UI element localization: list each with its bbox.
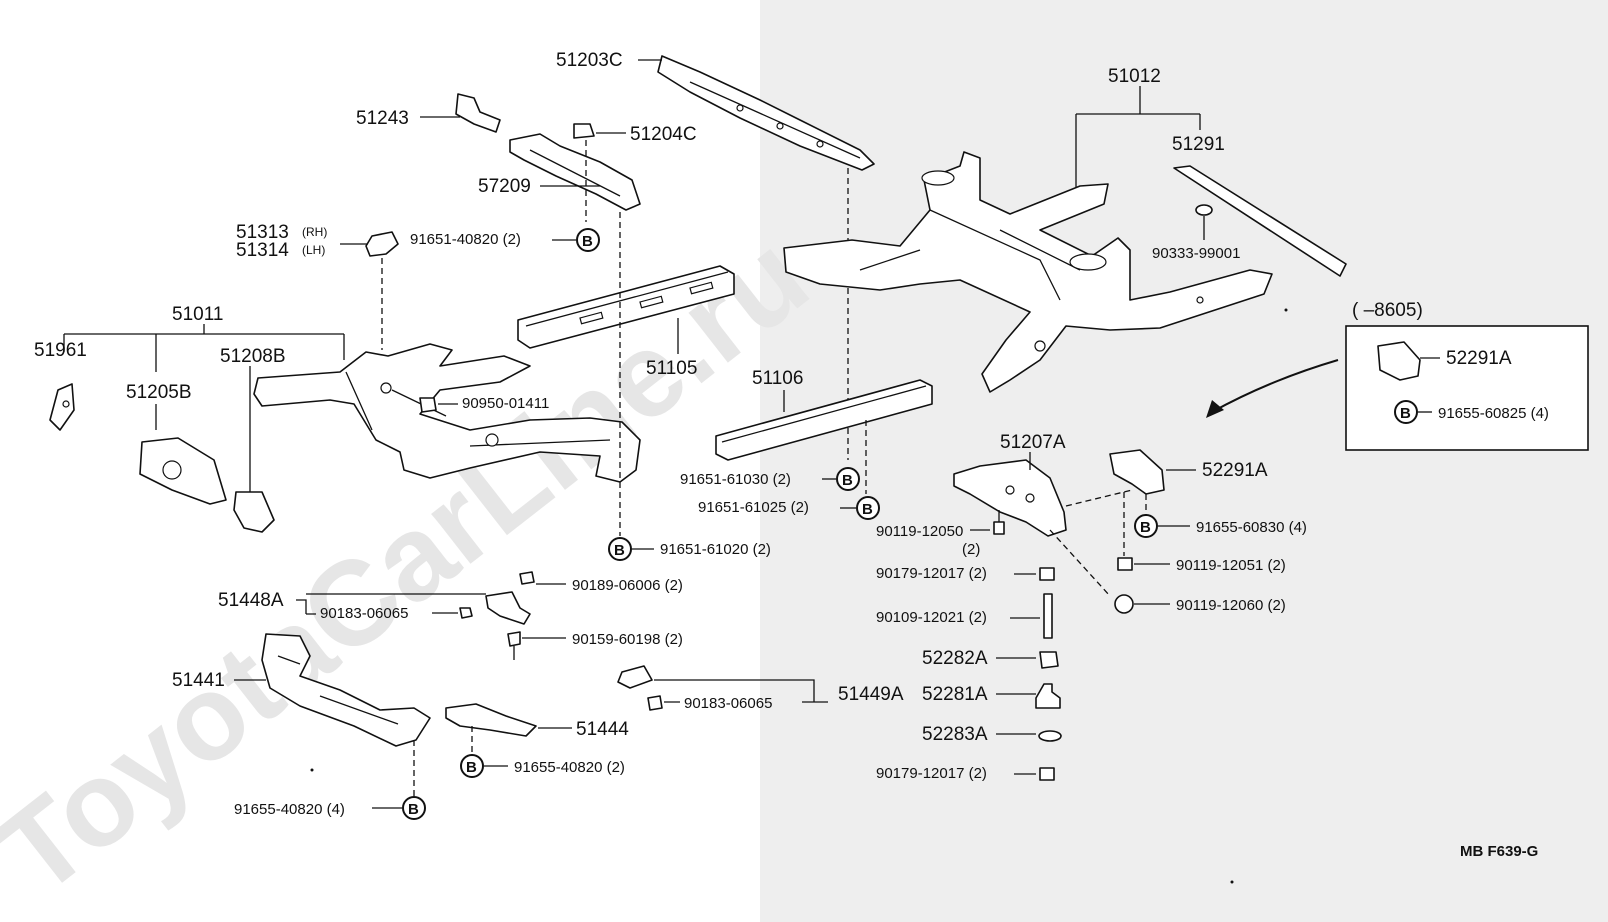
label-52283a: 52283A: [922, 724, 988, 745]
part-52281a: [1035, 683, 1061, 709]
b-marker-1: B: [582, 233, 593, 250]
label-51314: 51314: [236, 240, 289, 261]
b-marker-6: B: [466, 759, 477, 776]
label-90119-12051: 90119-12051 (2): [1176, 557, 1286, 574]
part-57209: [509, 133, 641, 211]
label-91655-40820-2: 91655-40820 (2): [514, 759, 625, 776]
inset-bolt-label: 91655-60825 (4): [1438, 405, 1549, 422]
label-51313: 51313: [236, 222, 289, 243]
label-51205b: 51205B: [126, 382, 192, 403]
part-52282a: [1039, 651, 1059, 669]
label-51207a: 51207A: [1000, 432, 1066, 453]
part-51449a: [617, 665, 663, 711]
part-51291: [1173, 165, 1347, 277]
label-90119-12050: 90119-12050: [876, 523, 963, 540]
right-panel-background: [760, 0, 1608, 922]
part-90159-60198: [507, 631, 521, 660]
part-51204c: [573, 123, 595, 139]
label-51441: 51441: [172, 670, 225, 691]
label-90183-06065-b: 90183-06065: [684, 695, 772, 712]
label-90950-01411: 90950-01411: [462, 395, 549, 412]
label-51243: 51243: [356, 108, 409, 129]
label-qty-2: (2): [962, 541, 980, 558]
label-51011: 51011: [172, 304, 223, 325]
label-51444: 51444: [576, 719, 629, 740]
label-lh: (LH): [302, 243, 325, 257]
label-91651-61025: 91651-61025 (2): [698, 499, 809, 516]
label-51106: 51106: [752, 368, 803, 389]
part-51448a: [459, 591, 531, 625]
part-51012-crossmember: [783, 151, 1273, 393]
label-51208b: 51208B: [220, 346, 286, 367]
label-91651-61020: 91651-61020 (2): [660, 541, 771, 558]
corner-code: MB F639-G: [1460, 843, 1538, 860]
part-51106: [715, 379, 933, 461]
inset-part-label: 52291A: [1446, 348, 1512, 369]
part-90950-01411: [419, 397, 437, 413]
b-marker-2: B: [614, 542, 625, 559]
label-51204c: 51204C: [630, 124, 697, 145]
part-51208b: [233, 491, 275, 533]
label-91651-61030: 91651-61030 (2): [680, 471, 791, 488]
label-52291a: 52291A: [1202, 460, 1268, 481]
label-57209: 57209: [478, 176, 531, 197]
part-51961: [49, 383, 75, 431]
part-51243: [455, 93, 501, 133]
part-90333-99001: [1195, 204, 1213, 216]
label-rh: (RH): [302, 225, 327, 239]
label-91651-40820: 91651-40820 (2): [410, 231, 521, 248]
label-52281a: 52281A: [922, 684, 988, 705]
part-51444: [445, 703, 537, 737]
part-90119-12051: [1117, 557, 1133, 571]
label-90159-60198: 90159-60198 (2): [572, 631, 683, 648]
part-51203c: [657, 55, 875, 171]
label-51291: 51291: [1172, 134, 1225, 155]
part-51313-51314: [365, 231, 399, 257]
part-52291a: [1109, 449, 1165, 495]
label-90189-06006: 90189-06006 (2): [572, 577, 683, 594]
part-51105: [517, 265, 735, 349]
part-51011-frame: [253, 343, 641, 483]
label-51449a: 51449A: [838, 684, 904, 705]
label-52282a: 52282A: [922, 648, 988, 669]
label-90179-12017-b: 90179-12017 (2): [876, 765, 987, 782]
part-90189-06006: [519, 571, 535, 585]
b-marker-7: B: [1140, 519, 1151, 536]
part-90119-12050: [993, 510, 1005, 535]
inset-box: 52291A B 91655-60825 (4): [1345, 325, 1589, 451]
part-90179-12017-a: [1039, 567, 1055, 581]
part-90179-12017-b: [1039, 767, 1055, 781]
part-90119-12060: [1114, 594, 1134, 614]
label-91655-40820-4: 91655-40820 (4): [234, 801, 345, 818]
b-marker-inset: B: [1400, 405, 1411, 422]
part-52283a: [1038, 730, 1062, 742]
label-91655-60830: 91655-60830 (4): [1196, 519, 1307, 536]
part-51441: [261, 633, 431, 747]
b-marker-4: B: [862, 501, 873, 518]
part-90109-12021: [1043, 593, 1053, 639]
part-51207a: [953, 459, 1067, 537]
part-52291a-inset: [1377, 341, 1421, 381]
label-51448a: 51448A: [218, 590, 284, 611]
label-90333-99001: 90333-99001: [1152, 245, 1240, 262]
label-51012: 51012: [1108, 66, 1161, 87]
part-51205b: [139, 437, 227, 505]
label-51961: 51961: [34, 340, 87, 361]
inset-arrow: [1206, 359, 1339, 418]
label-90179-12017-a: 90179-12017 (2): [876, 565, 987, 582]
inset-range: ( –8605): [1352, 300, 1423, 321]
b-marker-3: B: [842, 472, 853, 489]
label-51203c: 51203C: [556, 50, 623, 71]
label-51105: 51105: [646, 358, 697, 379]
label-90119-12060: 90119-12060 (2): [1176, 597, 1286, 614]
label-90109-12021: 90109-12021 (2): [876, 609, 987, 626]
b-marker-5: B: [408, 801, 419, 818]
label-90183-06065-a: 90183-06065: [320, 605, 408, 622]
